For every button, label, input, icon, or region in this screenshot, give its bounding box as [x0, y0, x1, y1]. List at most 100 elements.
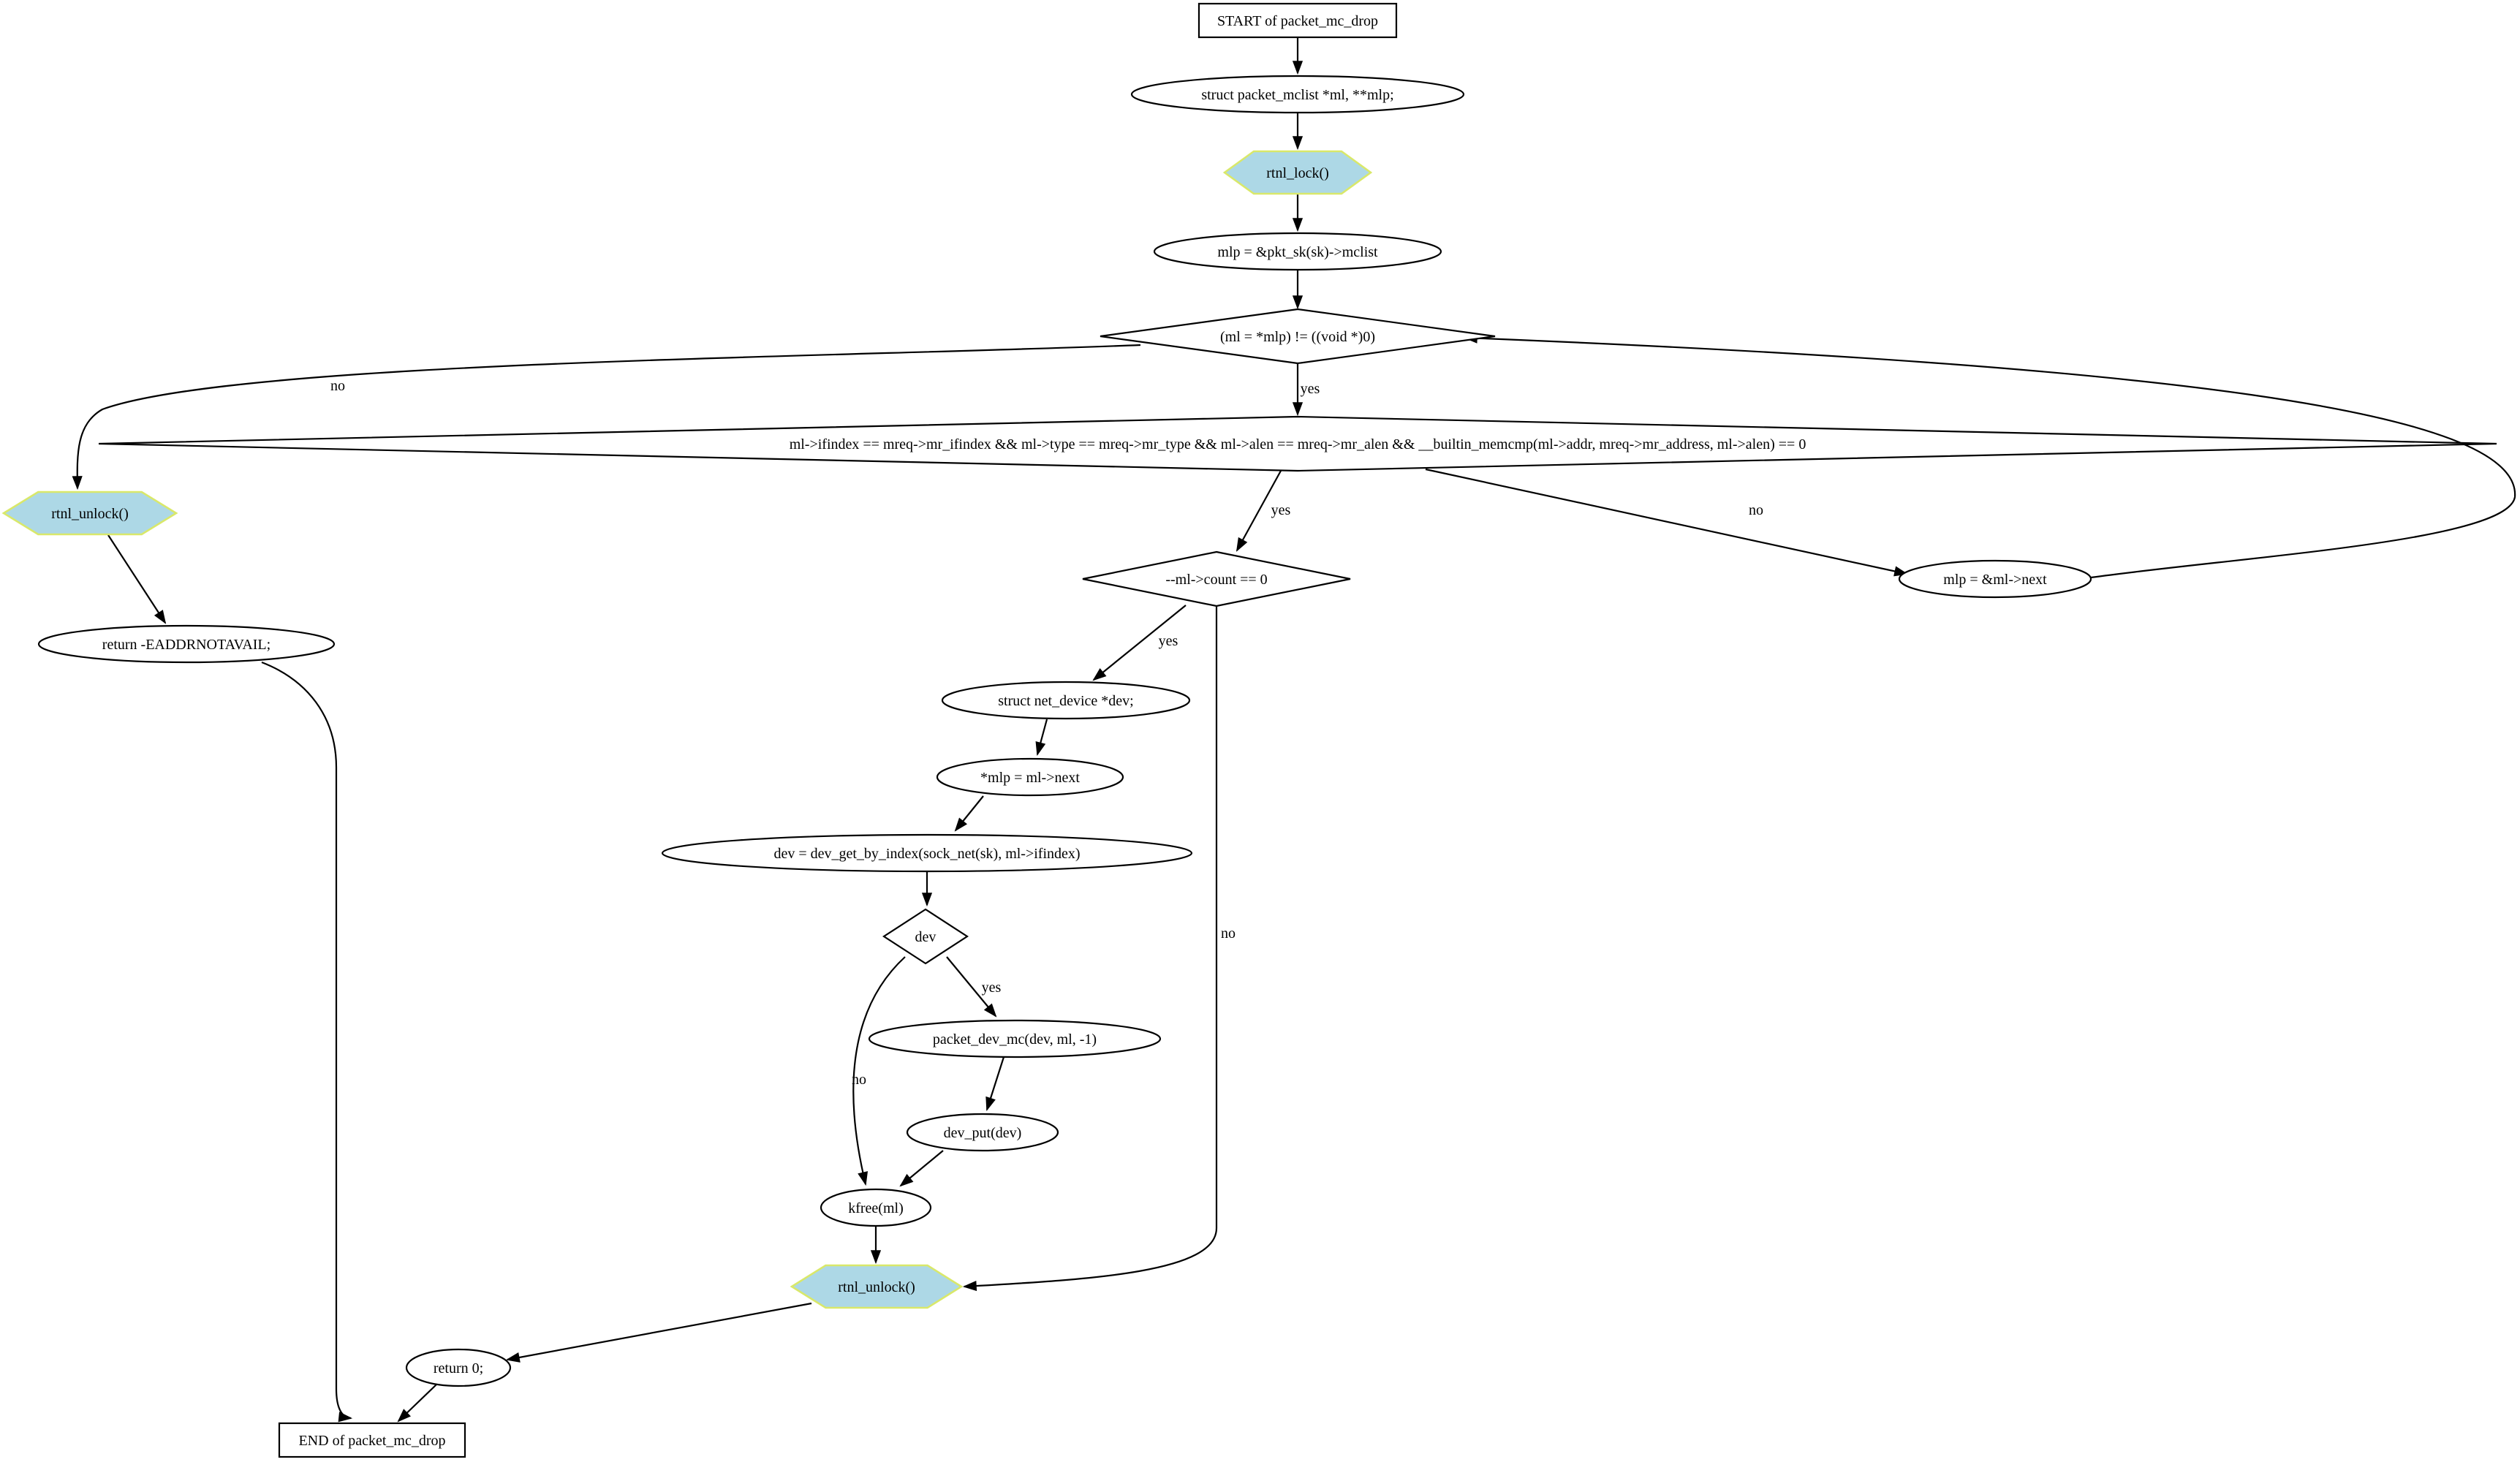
edge-dev-cond-to-kfree: no — [852, 956, 906, 1186]
edge-line — [76, 344, 1141, 489]
node-label: packet_dev_mc(dev, ml, -1) — [933, 1031, 1097, 1048]
node-shape — [941, 681, 1191, 720]
arrow-head — [858, 1171, 869, 1186]
edge-label: no — [330, 378, 345, 394]
edge-label: yes — [1271, 502, 1291, 518]
arrow-head — [921, 893, 933, 907]
arrow-head — [1292, 402, 1303, 417]
node-label: rtnl_lock() — [1266, 165, 1329, 181]
node-label: mlp = &pkt_sk(sk)->mclist — [1217, 244, 1378, 260]
edge-dev-get-to-dev-cond — [921, 872, 933, 907]
node-unlock2: rtnl_unlock() — [790, 1264, 964, 1309]
arrow-head — [397, 1409, 411, 1423]
node-shape — [820, 1188, 932, 1227]
node-shape — [1130, 75, 1465, 114]
node-shape — [1222, 150, 1373, 195]
node-label: dev = dev_get_by_index(sock_net(sk), ml-… — [773, 846, 1080, 862]
edge-count-cond-to-unlock2: no — [962, 607, 1236, 1292]
node-shape — [1, 491, 178, 536]
arrow-head — [985, 1096, 996, 1112]
node-label: --ml->count == 0 — [1165, 572, 1267, 588]
node-shape — [1153, 232, 1442, 271]
node-shape — [661, 833, 1193, 873]
node-unlock1: rtnl_unlock() — [1, 491, 178, 536]
edge-dev-put-to-kfree — [899, 1150, 944, 1187]
node-label: dev_put(dev) — [944, 1125, 1022, 1141]
arrow-head — [899, 1173, 914, 1187]
edge-ret-ok-to-end — [397, 1384, 437, 1423]
node-label: END of packet_mc_drop — [298, 1433, 445, 1449]
edge-line — [1425, 468, 1907, 575]
node-label: return -EADDRNOTAVAIL; — [102, 637, 270, 653]
arrow-head — [1236, 537, 1248, 552]
node-end: END of packet_mc_drop — [278, 1422, 466, 1458]
arrow-head — [72, 476, 83, 491]
arrow-head — [1292, 136, 1303, 151]
edge-label: yes — [1301, 381, 1320, 397]
node-label: ml->ifindex == mreq->mr_ifindex && ml->t… — [790, 436, 1806, 452]
edge-line — [261, 661, 352, 1420]
node-shape — [936, 757, 1124, 797]
edge-dev-mc-to-dev-put — [985, 1056, 1005, 1112]
edge-loop-cond-to-unlock1: no — [72, 344, 1141, 491]
node-dev-cond: dev — [882, 908, 969, 965]
edge-label: no — [852, 1072, 866, 1088]
node-ret-ok: return 0; — [405, 1348, 512, 1387]
edge-match-cond-to-count-cond: yes — [1236, 470, 1291, 552]
node-shape — [278, 1422, 466, 1458]
arrow-head — [1292, 61, 1303, 75]
node-label: mlp = &ml->next — [1943, 572, 2047, 588]
node-decl: struct packet_mclist *ml, **mlp; — [1130, 75, 1465, 114]
arrow-head — [1292, 218, 1303, 232]
edge-count-cond-to-dev-decl: yes — [1092, 605, 1187, 681]
node-loop-cond: (ml = *mlp) != ((void *)0) — [1100, 308, 1496, 365]
node-kfree: kfree(ml) — [820, 1188, 932, 1227]
edge-line — [507, 1302, 812, 1361]
edge-unlock2-to-ret-ok — [505, 1302, 812, 1363]
node-label: kfree(ml) — [848, 1200, 904, 1216]
edge-line — [1464, 336, 2516, 579]
edge-lock-to-mlp-init — [1292, 194, 1303, 232]
edge-line — [1236, 470, 1282, 551]
node-shape — [37, 624, 336, 664]
edge-mlp-init-to-loop-cond — [1292, 270, 1303, 310]
node-label: (ml = *mlp) != ((void *)0) — [1220, 329, 1375, 345]
node-shape — [405, 1348, 512, 1387]
node-shape — [1898, 559, 2092, 599]
arrow-head — [338, 1412, 353, 1423]
arrow-head — [505, 1352, 521, 1363]
edge-line — [107, 534, 166, 624]
edge-label: yes — [982, 980, 1002, 996]
node-label: *mlp = ml->next — [980, 770, 1080, 786]
arrow-head — [1292, 295, 1303, 310]
node-dev-get: dev = dev_get_by_index(sock_net(sk), ml-… — [661, 833, 1193, 873]
edge-label: no — [1221, 925, 1236, 942]
node-label: return 0; — [434, 1360, 483, 1376]
edge-dev-cond-to-dev-mc: yes — [946, 956, 1002, 1018]
node-mlp-next: mlp = &ml->next — [1898, 559, 2092, 599]
node-mlp-init: mlp = &pkt_sk(sk)->mclist — [1153, 232, 1442, 271]
node-dev-put: dev_put(dev) — [906, 1113, 1059, 1152]
node-label: rtnl_unlock() — [838, 1279, 915, 1295]
node-label: struct packet_mclist *ml, **mlp; — [1201, 87, 1393, 103]
node-label: struct net_device *dev; — [998, 693, 1134, 709]
edge-unlink-to-dev-get — [954, 795, 984, 832]
edge-line — [1093, 605, 1187, 681]
arrow-head — [1092, 667, 1107, 681]
edge-line — [946, 956, 996, 1017]
node-label: rtnl_unlock() — [51, 506, 129, 522]
node-dev-mc: packet_dev_mc(dev, ml, -1) — [868, 1019, 1162, 1058]
node-ret-err: return -EADDRNOTAVAIL; — [37, 624, 336, 664]
edge-loop-cond-to-match-cond: yes — [1292, 363, 1320, 417]
node-shape — [1100, 308, 1496, 365]
node-shape — [98, 415, 2497, 472]
edge-line — [852, 956, 906, 1185]
arrow-head — [154, 610, 167, 624]
node-count-cond: --ml->count == 0 — [1082, 550, 1351, 607]
node-start: START of packet_mc_drop — [1197, 2, 1398, 39]
node-match-cond: ml->ifindex == mreq->mr_ifindex && ml->t… — [98, 415, 2497, 472]
edge-label: no — [1749, 502, 1763, 518]
edge-kfree-to-unlock2 — [870, 1226, 882, 1265]
